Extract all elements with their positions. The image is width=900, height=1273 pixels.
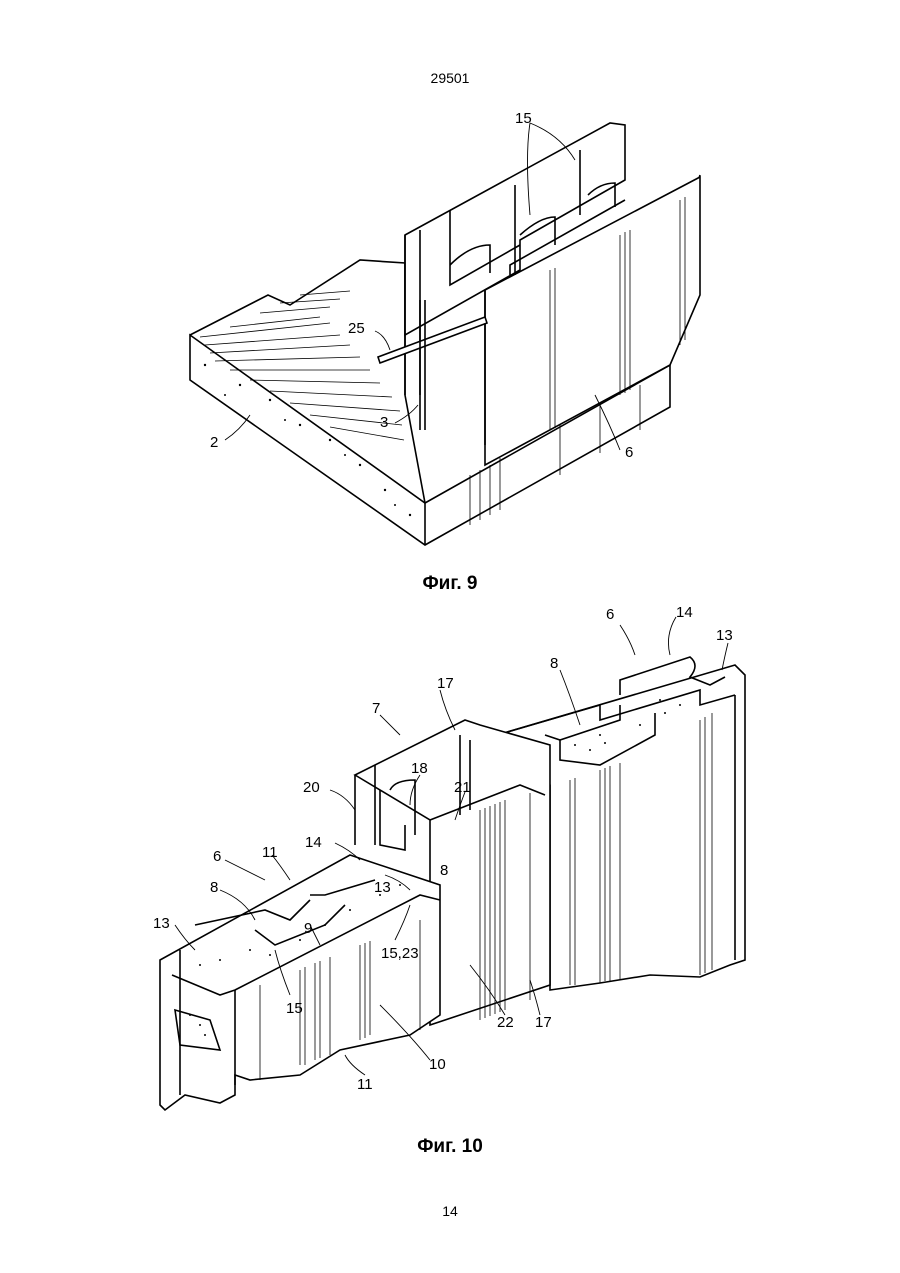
label-22: 22 <box>497 1014 514 1031</box>
label-9: 9 <box>304 920 312 937</box>
label-14-left: 14 <box>305 834 322 851</box>
label-6: 6 <box>625 444 633 461</box>
document-number: 29501 <box>0 70 900 86</box>
label-25: 25 <box>348 320 365 337</box>
label-11-bottom: 11 <box>357 1076 373 1093</box>
page-number: 14 <box>0 1203 900 1219</box>
label-3: 3 <box>380 414 388 431</box>
label-15: 15 <box>515 110 532 127</box>
left-block <box>160 855 440 1110</box>
label-17-top: 17 <box>437 675 454 692</box>
figure-10-drawing: 6 14 13 8 17 7 18 20 21 6 11 14 8 13 8 1… <box>0 595 900 1125</box>
label-8-left: 8 <box>210 879 218 896</box>
label-14-right: 14 <box>676 604 693 621</box>
label-8-middle: 8 <box>440 862 448 879</box>
label-18: 18 <box>411 760 428 777</box>
figure-9-drawing: 15 25 3 2 6 <box>0 95 900 565</box>
label-20: 20 <box>303 779 320 796</box>
label-13-middle: 13 <box>374 879 391 896</box>
label-15-23: 15,23 <box>381 945 419 962</box>
label-11-top: 11 <box>262 844 278 861</box>
label-17-bottom: 17 <box>535 1014 552 1031</box>
label-15: 15 <box>286 1000 303 1017</box>
figure-10-caption: Фиг. 10 <box>0 1136 900 1158</box>
label-8-right: 8 <box>550 655 558 672</box>
label-10: 10 <box>429 1056 446 1073</box>
label-13-right: 13 <box>716 627 733 644</box>
label-21: 21 <box>454 779 471 796</box>
figure-9-caption: Фиг. 9 <box>0 573 900 595</box>
label-6-left: 6 <box>213 848 221 865</box>
label-6-right: 6 <box>606 606 614 623</box>
label-7: 7 <box>372 700 380 717</box>
label-2: 2 <box>210 434 218 451</box>
label-13-left: 13 <box>153 915 170 932</box>
